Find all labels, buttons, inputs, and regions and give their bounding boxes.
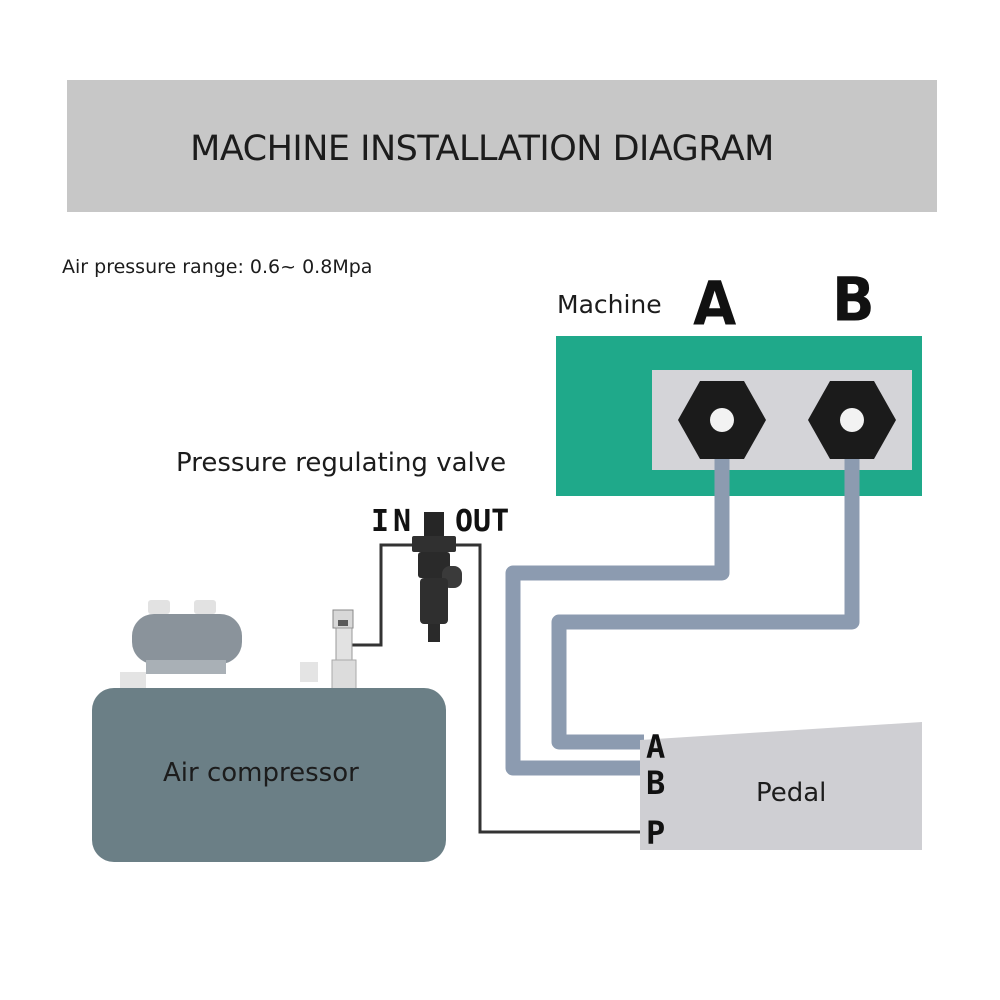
air-line bbox=[350, 543, 644, 834]
hose-b bbox=[551, 422, 860, 750]
hose-a bbox=[505, 422, 730, 776]
machine-port-b-label: B bbox=[832, 265, 875, 336]
pedal-body bbox=[640, 722, 922, 850]
air-compressor-icon bbox=[92, 600, 446, 862]
valve-in-label: IN bbox=[371, 504, 416, 539]
pedal-port-b-label: B bbox=[646, 764, 666, 802]
air-pressure-note: Air pressure range: 0.6~ 0.8Mpa bbox=[62, 256, 373, 278]
machine-port-a-label: A bbox=[693, 269, 737, 340]
compressor-fitting bbox=[300, 609, 357, 691]
title-banner: MACHINE INSTALLATION DIAGRAM bbox=[67, 80, 937, 212]
valve-out-label: OUT bbox=[455, 504, 510, 539]
valve-label: Pressure regulating valve bbox=[176, 448, 507, 478]
hex-fitting-icon bbox=[678, 381, 766, 459]
pedal-port-p-label: P bbox=[646, 814, 666, 852]
hex-fitting-icon bbox=[808, 381, 896, 459]
machine-label: Machine bbox=[557, 290, 662, 319]
pedal-port-a-label: A bbox=[646, 728, 666, 766]
pedal-label: Pedal bbox=[756, 778, 827, 808]
diagram-title: MACHINE INSTALLATION DIAGRAM bbox=[190, 128, 774, 169]
regulator-valve-icon bbox=[412, 512, 462, 642]
compressor-label: Air compressor bbox=[163, 758, 359, 788]
